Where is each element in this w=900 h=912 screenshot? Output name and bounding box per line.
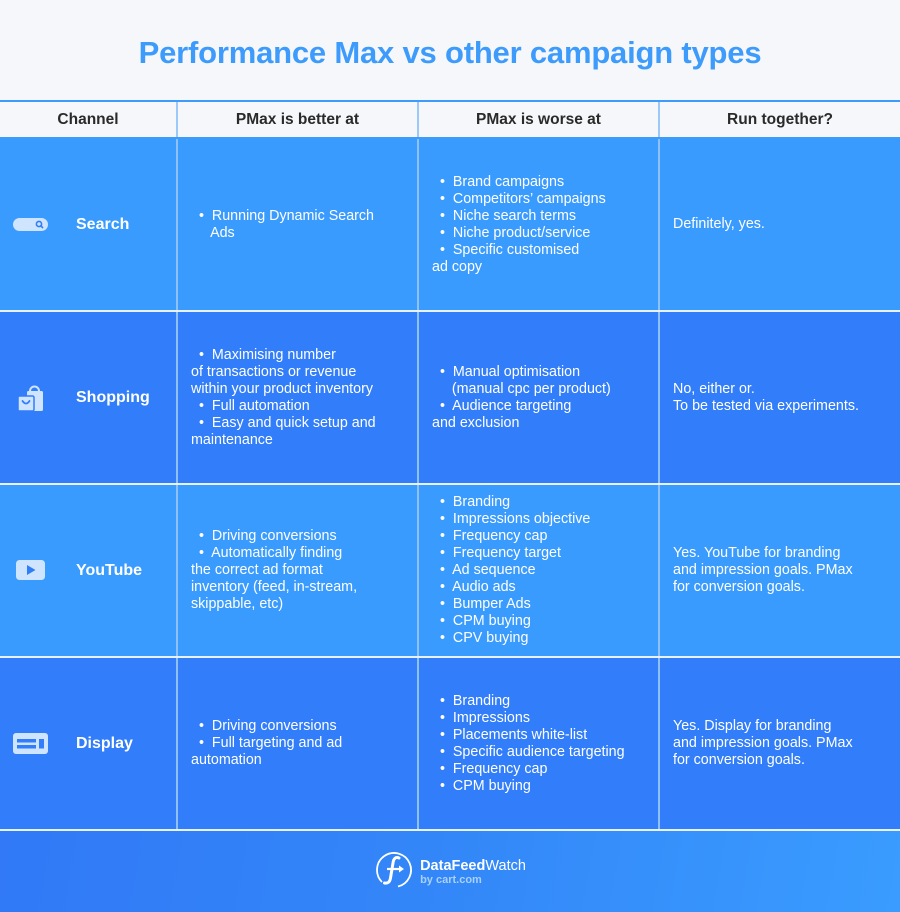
- worse-cell: • Manual optimisation (manual cpc per pr…: [419, 312, 660, 483]
- display-layout-icon: [13, 730, 49, 758]
- title-band: Performance Max vs other campaign types: [0, 0, 900, 100]
- header-run-together: Run together?: [727, 110, 833, 128]
- worse-text: • Manual optimisation (manual cpc per pr…: [432, 363, 611, 431]
- run-together-cell: No, either or. To be tested via experime…: [660, 312, 900, 483]
- shopping-bag-icon: [13, 384, 49, 412]
- better-text: • Maximising number of transactions or r…: [191, 346, 376, 448]
- better-cell: • Maximising number of transactions or r…: [178, 312, 419, 483]
- worse-text: • Branding • Impressions • Placements wh…: [439, 692, 625, 794]
- run-together-cell: Yes. Display for branding and impression…: [660, 658, 900, 829]
- better-cell: • Driving conversions • Automatically fi…: [178, 485, 419, 656]
- worse-text: • Branding • Impressions objective • Fre…: [439, 494, 591, 646]
- better-cell: • Running Dynamic Search Ads: [178, 139, 419, 310]
- table-row-search: Search • Running Dynamic Search Ads • Br…: [0, 139, 900, 312]
- header-better: PMax is better at: [178, 102, 419, 137]
- brand-sub: by cart.com: [420, 873, 482, 886]
- better-text: • Driving conversions • Full targeting a…: [191, 718, 343, 768]
- channel-name: Search: [76, 216, 130, 233]
- table-row-shopping: Shopping • Maximising number of transact…: [0, 312, 900, 485]
- datafeedwatch-logo: DataFeedWatch by cart.com: [374, 849, 526, 896]
- brand-bold: DataFeed: [420, 857, 486, 874]
- run-together-text: No, either or. To be tested via experime…: [673, 380, 859, 414]
- comparison-table: Channel PMax is better at PMax is worse …: [0, 100, 900, 831]
- channel-name: YouTube: [76, 562, 143, 579]
- header-channel: Channel: [0, 102, 178, 137]
- logo-text: DataFeedWatch by cart.com: [420, 857, 526, 887]
- logo-f-arrow-icon: [374, 849, 416, 896]
- worse-cell: • Brand campaigns • Competitors’ campaig…: [419, 139, 660, 310]
- table-row-youtube: YouTube • Driving conversions • Automati…: [0, 485, 900, 658]
- table-row-display: Display • Driving conversions • Full tar…: [0, 658, 900, 831]
- header-worse: PMax is worse at: [419, 102, 660, 137]
- run-together-text: Yes. YouTube for branding and impression…: [673, 545, 853, 595]
- better-text: • Driving conversions • Automatically fi…: [191, 528, 358, 612]
- table-header: Channel PMax is better at PMax is worse …: [0, 100, 900, 139]
- brand-light: Watch: [485, 857, 526, 874]
- channel-name: Shopping: [76, 389, 150, 406]
- worse-cell: • Branding • Impressions objective • Fre…: [419, 485, 660, 656]
- play-icon: [13, 557, 49, 585]
- footer: DataFeedWatch by cart.com: [0, 831, 900, 912]
- search-bar-icon: [13, 211, 49, 239]
- run-together-text: Yes. Display for branding and impression…: [673, 718, 853, 768]
- channel-cell: Shopping: [0, 312, 178, 483]
- run-together-text: Definitely, yes.: [673, 216, 765, 232]
- channel-name: Display: [76, 735, 133, 752]
- page-title: Performance Max vs other campaign types: [138, 35, 762, 70]
- channel-cell: YouTube: [0, 485, 178, 656]
- channel-cell: Display: [0, 658, 178, 829]
- run-together-cell: Definitely, yes.: [660, 139, 900, 310]
- better-cell: • Driving conversions • Full targeting a…: [178, 658, 419, 829]
- worse-text: • Brand campaigns • Competitors’ campaig…: [432, 173, 606, 275]
- brand-name: DataFeedWatch: [420, 857, 526, 874]
- run-together-cell: Yes. YouTube for branding and impression…: [660, 485, 900, 656]
- channel-cell: Search: [0, 139, 178, 310]
- worse-cell: • Branding • Impressions • Placements wh…: [419, 658, 660, 829]
- better-text: • Running Dynamic Search Ads: [198, 207, 375, 241]
